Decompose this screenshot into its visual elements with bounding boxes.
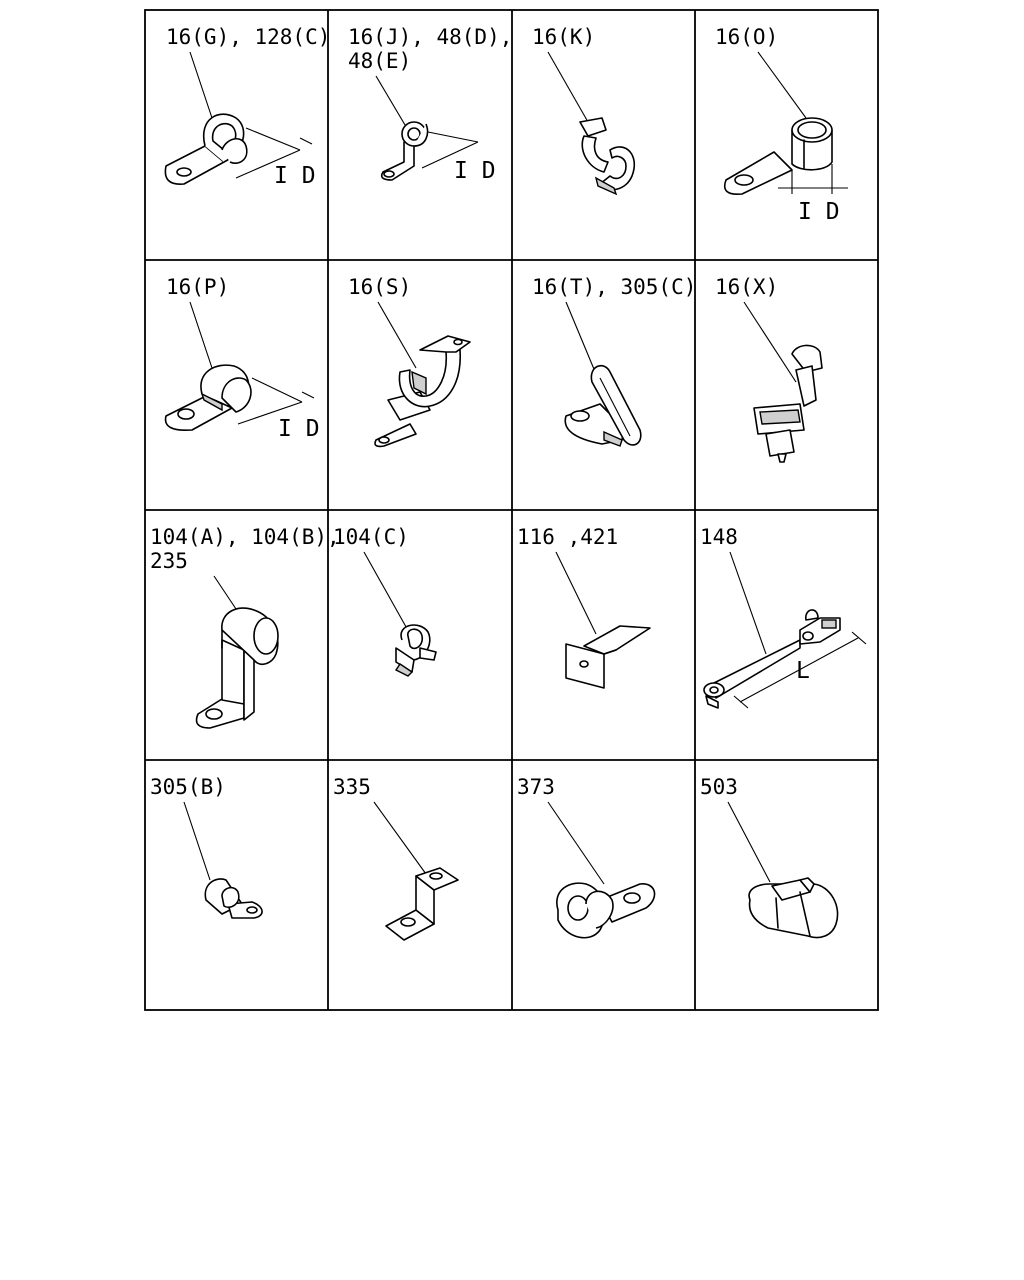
- id-dimension: I D: [421, 131, 496, 184]
- flat-strap-bracket: [565, 625, 651, 689]
- part-label: 235: [150, 549, 188, 573]
- p-clip-with-tab: [164, 113, 248, 185]
- loop-clip-with-tab: [556, 882, 656, 939]
- part-label: 503: [700, 775, 738, 799]
- leader-line: [375, 75, 409, 131]
- leader-line: [757, 51, 807, 119]
- cell-373: 373: [517, 775, 656, 939]
- cell-116-421: 116 ,421: [517, 525, 651, 689]
- id-dimension: I D: [237, 377, 320, 442]
- double-saddle-bracket: [374, 335, 471, 448]
- offset-bracket: [385, 867, 459, 941]
- part-label: 373: [517, 775, 555, 799]
- dimension-id-label: I D: [278, 416, 320, 442]
- cell-16t-305c: 16(T), 305(C): [532, 275, 696, 447]
- part-label: 16(P): [166, 275, 229, 299]
- part-label: 335: [333, 775, 371, 799]
- offset-bracket-clamp: [195, 607, 279, 729]
- cell-16x: 16(X): [715, 275, 823, 463]
- part-label: 16(K): [532, 25, 595, 49]
- leader-line: [729, 551, 767, 655]
- part-label: 148: [700, 525, 738, 549]
- part-label: 104(A), 104(B),: [150, 525, 340, 549]
- cell-16o: 16(O) I D: [715, 25, 848, 225]
- part-label: 48(E): [348, 49, 411, 73]
- leader-line: [377, 301, 417, 369]
- cell-16s: 16(S): [348, 275, 471, 448]
- stacked-clip: [753, 344, 823, 463]
- cell-16p: 16(P) I D: [164, 275, 320, 442]
- strap-fastener: [703, 609, 841, 709]
- parts-grid: [144, 9, 879, 1011]
- leader-line: [565, 301, 597, 375]
- cell-16k: 16(K): [532, 25, 635, 196]
- id-dimension: I D: [778, 164, 848, 225]
- part-label: 16(G), 128(C): [166, 25, 330, 49]
- leader-line: [555, 551, 597, 635]
- part-label: 16(T), 305(C): [532, 275, 696, 299]
- leader-line: [213, 575, 239, 613]
- leader-line: [363, 551, 411, 635]
- leader-line: [727, 801, 771, 883]
- leader-line: [189, 301, 213, 369]
- cell-335: 335: [333, 775, 459, 941]
- double-clip: [579, 117, 635, 196]
- dimension-length-label: L: [796, 658, 810, 684]
- id-dimension: I D: [235, 127, 316, 189]
- p-clip-with-tab: [164, 364, 252, 432]
- small-p-clip: [204, 878, 263, 919]
- part-label: 116 ,421: [517, 525, 618, 549]
- rubber-grommet: [748, 877, 839, 939]
- cell-148: 148 L: [700, 525, 867, 709]
- cell-104c: 104(C): [333, 525, 437, 677]
- dimension-id-label: I D: [454, 158, 496, 184]
- cell-104a-104b-235: 104(A), 104(B), 235: [150, 525, 340, 729]
- part-label: 16(O): [715, 25, 778, 49]
- leader-line: [183, 801, 211, 881]
- dimension-id-label: I D: [274, 163, 316, 189]
- p-clip-long: [564, 364, 642, 447]
- part-label: 16(S): [348, 275, 411, 299]
- part-label: 104(C): [333, 525, 409, 549]
- spring-clip: [394, 624, 437, 677]
- cell-503: 503: [700, 775, 839, 939]
- leader-line: [373, 801, 427, 875]
- part-label: 16(X): [715, 275, 778, 299]
- cell-305b: 305(B): [150, 775, 263, 919]
- p-clip-with-tab: [380, 121, 429, 181]
- part-label: 305(B): [150, 775, 226, 799]
- leader-line: [743, 301, 797, 383]
- leader-line: [547, 51, 589, 123]
- cell-16g-128c: 16(G), 128(C) I D: [164, 25, 330, 189]
- part-label: 16(J), 48(D),: [348, 25, 512, 49]
- cell-16j-48d-48e: 16(J), 48(D), 48(E) I D: [348, 25, 512, 184]
- leader-line: [547, 801, 605, 885]
- dimension-id-label: I D: [798, 199, 840, 225]
- leader-line: [189, 51, 213, 119]
- loop-clamp: [723, 117, 833, 196]
- length-dimension: L: [733, 631, 867, 709]
